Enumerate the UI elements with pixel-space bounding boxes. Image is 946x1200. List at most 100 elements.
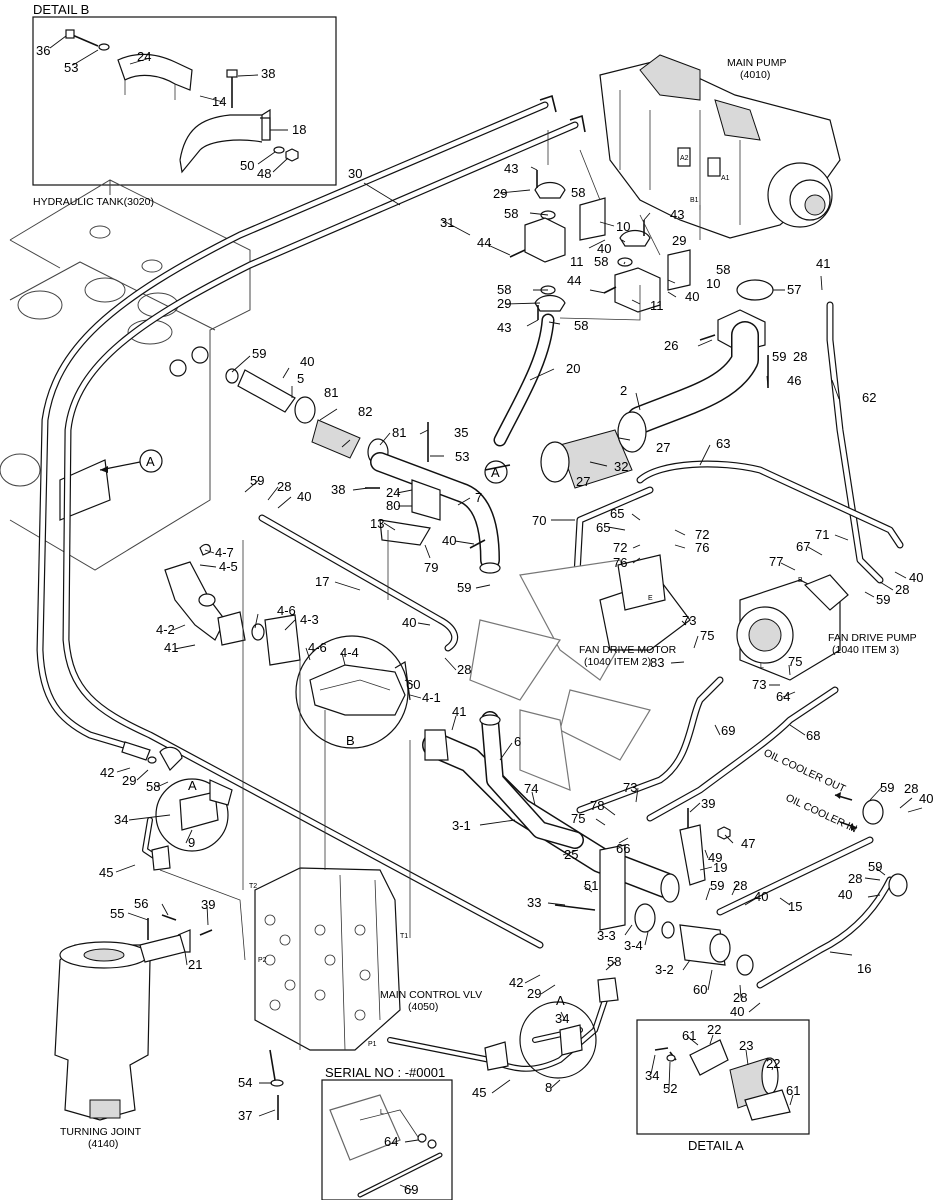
part-num: 40 bbox=[597, 241, 611, 256]
part-num: 21 bbox=[188, 957, 202, 972]
part-num: 75 bbox=[700, 628, 714, 643]
part-num: 58 bbox=[571, 185, 585, 200]
part-num: 59 bbox=[710, 878, 724, 893]
part-num: 47 bbox=[741, 836, 755, 851]
part-num: 39 bbox=[201, 897, 215, 912]
part-num: 37 bbox=[238, 1108, 252, 1123]
part-num: 3-4 bbox=[624, 938, 643, 953]
part-num: 79 bbox=[424, 560, 438, 575]
part-num: 69 bbox=[721, 723, 735, 738]
callout-a-left: A bbox=[188, 778, 197, 793]
part-num: 40 bbox=[685, 289, 699, 304]
port-p2-label: P2 bbox=[258, 957, 267, 964]
part-num: 22 bbox=[766, 1056, 780, 1071]
hydraulic-tank-label: HYDRAULIC TANK(3020) bbox=[33, 196, 154, 208]
part-num: 19 bbox=[713, 860, 727, 875]
detail-b-box: DETAIL B bbox=[32, 2, 337, 186]
part-num: 4-4 bbox=[340, 645, 359, 660]
part-num: 58 bbox=[497, 282, 511, 297]
part-num: 40 bbox=[297, 489, 311, 504]
suction-hose-32 bbox=[484, 411, 647, 489]
part-numbers: 36 53 24 38 14 18 50 48 30 31 43 29 58 5… bbox=[36, 43, 933, 1197]
part-num: 80 bbox=[386, 498, 400, 513]
part-num: 55 bbox=[110, 906, 124, 921]
parts-3 bbox=[554, 844, 754, 976]
part-num: 28 bbox=[733, 878, 747, 893]
part-num: 83 bbox=[650, 655, 664, 670]
part-num: 40 bbox=[300, 354, 314, 369]
part-num: 78 bbox=[590, 798, 604, 813]
part-num: 51 bbox=[584, 878, 598, 893]
circle-detail-b bbox=[295, 635, 411, 749]
part-num: 44 bbox=[567, 273, 581, 288]
part-num: 72 bbox=[613, 540, 627, 555]
part-num: 58 bbox=[716, 262, 730, 277]
part-num: 4-3 bbox=[300, 612, 319, 627]
part-num: 43 bbox=[504, 161, 518, 176]
turning-joint-number: (4140) bbox=[88, 1138, 118, 1150]
turning-joint-label: TURNING JOINT bbox=[60, 1126, 142, 1138]
part-num: 4-1 bbox=[422, 690, 441, 705]
part-num: 58 bbox=[504, 206, 518, 221]
part-num: 28 bbox=[277, 479, 291, 494]
main-control-valve: T2 T1 P2 P1 MAIN CONTROL VLV (4050) bbox=[242, 530, 482, 1120]
part-num: 61 bbox=[786, 1083, 800, 1098]
part-num: 28 bbox=[904, 781, 918, 796]
part-num: 27 bbox=[576, 474, 590, 489]
part-num: 65 bbox=[596, 520, 610, 535]
part-num: 44 bbox=[477, 235, 491, 250]
part-num: 49 bbox=[708, 850, 722, 865]
fan-drive-pump-label: FAN DRIVE PUMP bbox=[828, 632, 917, 644]
part-num: 75 bbox=[788, 654, 802, 669]
detail-b-title: DETAIL B bbox=[33, 2, 89, 17]
part-num: 40 bbox=[442, 533, 456, 548]
fan-drive-motor-number: (1040 ITEM 2) bbox=[584, 656, 651, 668]
part-num: 29 bbox=[122, 773, 136, 788]
part-num: 45 bbox=[472, 1085, 486, 1100]
callout-a-pipe: A bbox=[491, 465, 500, 480]
part-num: 38 bbox=[261, 66, 275, 81]
part-num: 82 bbox=[358, 404, 372, 419]
part-leaders bbox=[49, 35, 923, 1191]
fan-drive-motor: E FAN DRIVE MOTOR (1040 ITEM 2) bbox=[469, 554, 691, 791]
part-num: 40 bbox=[754, 889, 768, 904]
left-fittings bbox=[121, 741, 183, 771]
main-pump-label: MAIN PUMP bbox=[727, 57, 787, 69]
part-num: 38 bbox=[331, 482, 345, 497]
port-p1-label: P1 bbox=[368, 1041, 377, 1048]
oil-cooler-labels: OIL COOLER OUT OIL COOLER IN bbox=[762, 747, 859, 836]
part-num: 25 bbox=[564, 847, 578, 862]
main-control-vlv-number: (4050) bbox=[408, 1001, 438, 1013]
part-num: 29 bbox=[493, 186, 507, 201]
port-l-label: L bbox=[760, 663, 764, 670]
pipe-2 bbox=[626, 321, 769, 434]
part-num: 59 bbox=[876, 592, 890, 607]
part-num: 74 bbox=[524, 781, 538, 796]
part-num: 71 bbox=[815, 527, 829, 542]
part-num: 11 bbox=[650, 298, 664, 313]
part-num: 15 bbox=[788, 899, 802, 914]
port-b-label: B bbox=[798, 577, 803, 584]
part-num: 54 bbox=[238, 1075, 252, 1090]
main-pump: A2 A1 B1 MAIN PUMP (4010) bbox=[599, 54, 841, 239]
part-num: 23 bbox=[739, 1038, 753, 1053]
circle-detail-a-lower bbox=[519, 1001, 597, 1079]
hoses-15-16 bbox=[716, 799, 908, 989]
part-num: 43 bbox=[670, 207, 684, 222]
part-num: 28 bbox=[848, 871, 862, 886]
part-num: 29 bbox=[672, 233, 686, 248]
part-num: 3-3 bbox=[597, 928, 616, 943]
part-num: 22 bbox=[707, 1022, 721, 1037]
part-num: 76 bbox=[695, 540, 709, 555]
part-num: 20 bbox=[566, 361, 580, 376]
oil-cooler-out-label: OIL COOLER OUT bbox=[762, 747, 848, 796]
part-num: 41 bbox=[452, 704, 466, 719]
main-pump-number: (4010) bbox=[740, 69, 770, 81]
part-num: 42 bbox=[509, 975, 523, 990]
part-num: 18 bbox=[292, 122, 306, 137]
port-a2-label: A2 bbox=[680, 155, 689, 162]
part-num: 24 bbox=[137, 49, 151, 64]
part-num: 65 bbox=[610, 506, 624, 521]
